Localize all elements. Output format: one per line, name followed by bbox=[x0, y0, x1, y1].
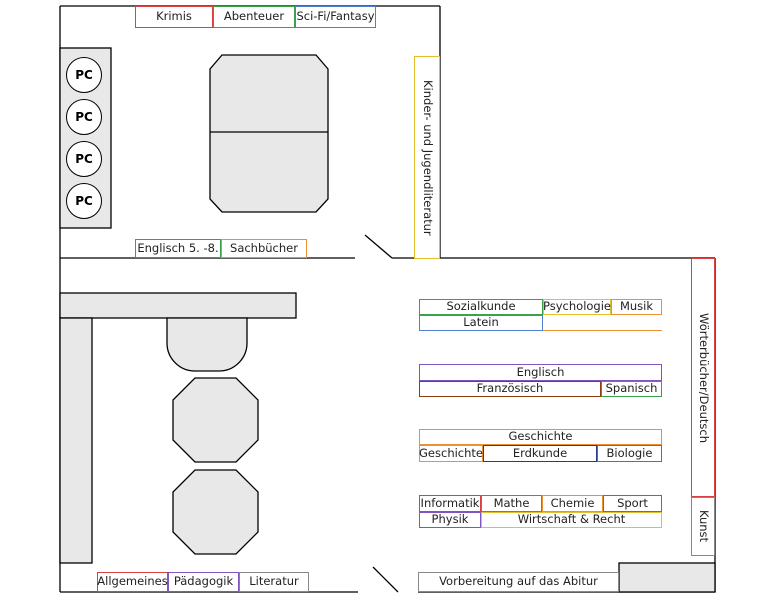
shelf-biologie: Biologie bbox=[597, 445, 662, 462]
shelf-vorbereitung-abitur: Vorbereitung auf das Abitur bbox=[418, 572, 619, 592]
shelf-geschichte-top: Geschichte bbox=[419, 429, 662, 445]
pc-3: PC bbox=[66, 141, 102, 177]
shelf-paedagogik: Pädagogik bbox=[168, 572, 239, 592]
shelf-chemie: Chemie bbox=[542, 495, 603, 512]
shelf-spanisch: Spanisch bbox=[601, 381, 662, 397]
shelf-latein: Latein bbox=[419, 315, 543, 331]
shelf-allgemeines: Allgemeines bbox=[97, 572, 168, 592]
shelf-geschichte-left: Geschichte bbox=[419, 445, 483, 462]
counter-vertical bbox=[59, 317, 93, 564]
table-half-round bbox=[166, 317, 248, 372]
door-lower bbox=[372, 566, 399, 593]
shelf-englisch: Englisch bbox=[419, 364, 662, 381]
shelf-krimis: Krimis bbox=[135, 6, 213, 28]
shelf-kinder-jugendliteratur: Kinder- und Jugendliteratur bbox=[414, 56, 440, 259]
shelf-sozialkunde: Sozialkunde bbox=[419, 299, 543, 315]
shelf-empty-1 bbox=[543, 315, 662, 331]
door-upper bbox=[364, 234, 393, 259]
shelf-musik: Musik bbox=[611, 299, 662, 315]
table-large bbox=[209, 54, 329, 213]
shelf-sachbuecher: Sachbücher bbox=[221, 239, 307, 258]
counter-horizontal bbox=[59, 292, 297, 319]
shelf-franzoesisch: Französisch bbox=[419, 381, 601, 397]
shelf-scifi-fantasy: Sci-Fi/Fantasy bbox=[295, 6, 376, 28]
pc-1: PC bbox=[66, 57, 102, 93]
shelf-erdkunde: Erdkunde bbox=[483, 445, 597, 462]
shelf-kunst: Kunst bbox=[691, 497, 715, 556]
pc-4: PC bbox=[66, 183, 102, 219]
shelf-wirtschaft-recht: Wirtschaft & Recht bbox=[481, 512, 662, 528]
shelf-woerterbuecher-deutsch: Wörterbücher/Deutsch bbox=[691, 258, 715, 497]
shelf-psychologie: Psychologie bbox=[543, 299, 611, 315]
table-octagon-1 bbox=[172, 377, 259, 463]
shelf-informatik: Informatik bbox=[419, 495, 481, 512]
pc-2: PC bbox=[66, 99, 102, 135]
shelf-sport: Sport bbox=[603, 495, 662, 512]
shelf-mathe: Mathe bbox=[481, 495, 542, 512]
shelf-englisch-5-8: Englisch 5. -8. bbox=[135, 239, 221, 258]
shelf-literatur: Literatur bbox=[239, 572, 309, 592]
shelf-physik: Physik bbox=[419, 512, 481, 528]
table-octagon-2 bbox=[172, 469, 259, 555]
shelf-abenteuer: Abenteuer bbox=[213, 6, 295, 28]
counter-corner bbox=[618, 562, 716, 593]
